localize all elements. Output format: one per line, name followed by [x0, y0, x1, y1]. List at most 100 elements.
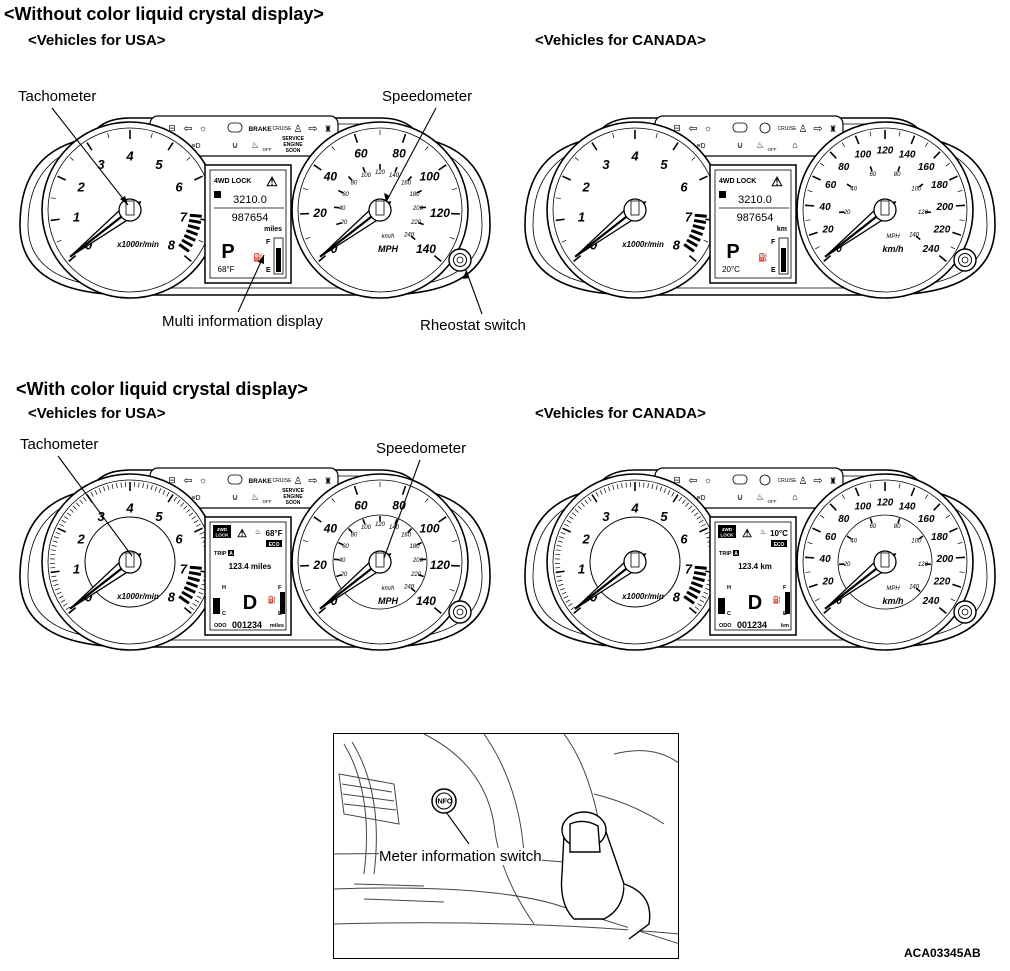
speedo-inner-label: 80 — [894, 524, 901, 530]
odometer-unit: km — [781, 623, 789, 629]
trip-letter: A — [734, 551, 738, 557]
tach-label: 3 — [97, 509, 105, 524]
odometer-value: 001234 — [737, 620, 767, 630]
trip-a-badge — [228, 550, 234, 556]
off-lamp: OFF — [768, 499, 777, 504]
cruise-lamp: CRUISE — [273, 478, 293, 484]
tpms-icon: ⊍ — [232, 492, 239, 502]
fuel-level — [280, 592, 285, 614]
speedo-outer-label: 20 — [821, 224, 834, 235]
tach-needle — [69, 550, 142, 610]
abs-icon — [732, 474, 748, 485]
cruise-lamp: CRUISE — [273, 126, 293, 132]
speedo-inner-label: 180 — [409, 192, 420, 198]
tach-label: 7 — [180, 210, 188, 225]
speedo-outer-label: 220 — [933, 576, 951, 587]
speedo-inner-label: 40 — [850, 187, 857, 193]
tach-label: 5 — [155, 509, 163, 524]
tach-unit: x1000r/min — [116, 240, 159, 249]
warning-icon: ⚠ — [237, 528, 247, 540]
tach-label: 1 — [73, 210, 80, 225]
rheostat-switch-icon — [953, 600, 977, 624]
tach-label: 1 — [578, 210, 585, 225]
outside-temp: 68°F — [266, 529, 283, 538]
trip-a-badge — [733, 550, 739, 556]
speedo-inner-label: 160 — [401, 532, 412, 538]
speedo-outer-label: 40 — [323, 521, 338, 535]
lock-indicator: 4WD LOCK — [214, 178, 251, 185]
speedo-inner-label: 140 — [909, 585, 920, 591]
speedo-inner-label: 100 — [361, 173, 372, 179]
speedo-inner-label: 120 — [918, 210, 929, 216]
tach-unit: x1000r/min — [621, 592, 664, 601]
speedo-inner-label: 220 — [410, 572, 422, 578]
tach-label: 3 — [97, 157, 105, 172]
speedo-inner-label: 20 — [340, 220, 348, 226]
trip-label: TRIP — [214, 551, 227, 557]
callout-speedometer-top: Speedometer — [382, 88, 473, 105]
speedo-inner-label: 60 — [870, 172, 877, 178]
speedo-outer-label: 220 — [933, 224, 951, 235]
speedo-main-unit: MPH — [378, 596, 399, 606]
fuel-empty-label: E — [266, 267, 271, 274]
tach-label: 8 — [673, 237, 681, 252]
speedo-outer-label: 120 — [877, 498, 894, 509]
abs-icon — [732, 122, 748, 133]
trip-label: TRIP — [719, 551, 732, 557]
battery-icon: ⊟ — [673, 475, 681, 485]
brake-icon — [759, 122, 771, 134]
turn-right-icon: ⇨ — [813, 123, 822, 135]
trip-a-badge — [719, 191, 726, 198]
tach-label: 2 — [76, 532, 85, 547]
eco-text: ECO — [774, 542, 785, 548]
tach-label: 6 — [175, 532, 183, 547]
speedo-needle — [319, 550, 392, 610]
speedo-outer-label: 60 — [354, 146, 368, 160]
stability-off-icon: ♨ — [760, 528, 766, 536]
trip-a-badge — [214, 191, 221, 198]
turn-left-icon: ⇦ — [688, 475, 697, 487]
lock-text: 4WD — [217, 527, 228, 532]
tach-label: 8 — [168, 589, 176, 604]
speedo-outer-label: 160 — [918, 514, 935, 525]
speedo-inner-label: 60 — [342, 192, 349, 198]
tach-label: 5 — [660, 157, 668, 172]
speedo-outer-label: 40 — [819, 554, 832, 565]
speedo-inner-label: 100 — [361, 525, 372, 531]
turn-right-icon: ⇨ — [308, 123, 317, 135]
brake-lamp: BRAKE — [248, 478, 272, 485]
lock-indicator — [213, 525, 231, 538]
tach-label: 3 — [602, 157, 610, 172]
abs-icon — [227, 474, 243, 485]
fog-icon: ≡D — [696, 495, 705, 502]
region-title-usa-bottom: <Vehicles for USA> — [28, 405, 166, 422]
fuel-pump-icon: ⛽ — [253, 252, 263, 262]
speedo-inner-label: 20 — [843, 562, 851, 568]
odometer-value: 001234 — [232, 620, 262, 630]
service-lamp: SOON — [286, 148, 301, 154]
speedo-main-unit: km/h — [882, 244, 904, 254]
speedo-small-unit: MPH — [886, 586, 900, 592]
speedo-inner-label: 140 — [909, 233, 920, 239]
off-lamp: OFF — [263, 147, 272, 152]
speedo-needle — [824, 550, 897, 610]
speedo-outer-label: 60 — [825, 180, 837, 191]
lock-indicator: 4WD LOCK — [719, 178, 756, 185]
speedo-outer-label: 80 — [838, 514, 850, 525]
eco-badge — [266, 540, 282, 547]
speedo-inner-label: 100 — [911, 187, 922, 193]
callout-tachometer-top: Tachometer — [18, 88, 97, 105]
fog-icon: ≡D — [191, 495, 200, 502]
speedo-needle — [319, 198, 392, 258]
tpms-icon: ⊍ — [737, 140, 744, 150]
instrument-cluster-mono-canada: ⊟⇦☼CRUISE♙⇨♜≣≡D⊍♨OFF⌂012345678x1000r/min… — [524, 115, 996, 299]
tach-label: 7 — [685, 562, 693, 577]
cruise-lamp: CRUISE — [778, 126, 798, 132]
speedo-outer-label: 80 — [392, 146, 406, 160]
callout-multi-info-display: Multi information display — [162, 313, 323, 330]
svg-text:INFO: INFO — [436, 799, 453, 806]
callout-speedometer-bottom: Speedometer — [376, 440, 467, 457]
battery-icon: ⊟ — [673, 123, 681, 133]
fuel-full-label: F — [771, 239, 776, 246]
speedo-outer-label: 0 — [331, 242, 338, 256]
